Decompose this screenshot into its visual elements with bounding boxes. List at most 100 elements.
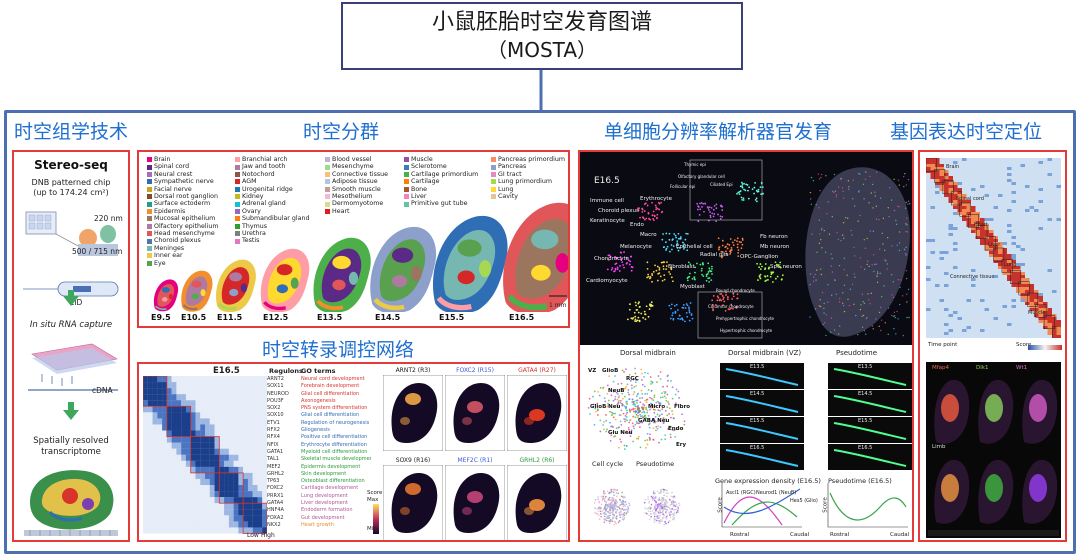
tissue-point (907, 178, 910, 181)
heatmap-cell (171, 424, 177, 431)
umap-point (657, 375, 660, 377)
heatmap-cell (228, 454, 234, 461)
heatmap-cell (209, 436, 215, 443)
heatmap-cell (205, 527, 210, 534)
umap-point (720, 293, 723, 295)
umap-point (673, 428, 676, 431)
pseudotime-point (654, 510, 657, 513)
limb-label: Limb (932, 444, 946, 450)
heatmap-cell (171, 430, 177, 437)
pseudotime-point (675, 508, 677, 511)
regulon-item: NFIX (267, 441, 279, 448)
heatmap-cell (143, 521, 148, 528)
umap-point (683, 320, 686, 323)
umap-point (656, 413, 659, 416)
heat-cell (962, 209, 967, 212)
cell-cycle-point (611, 503, 613, 506)
heat-cell (1011, 254, 1016, 257)
umap-point (670, 303, 673, 306)
heatmap-cell (247, 388, 253, 395)
heatmap-cell (238, 460, 244, 467)
heatmap-cell (238, 503, 244, 510)
tissue-point (875, 218, 878, 220)
legend-label: Mucosal epithelium (154, 215, 216, 223)
umap-point (646, 204, 649, 207)
tissue-point (862, 314, 865, 317)
heat-cell (1011, 284, 1016, 287)
umap-point (696, 202, 699, 205)
cell-cycle-point (603, 511, 606, 514)
legend-swatch (325, 186, 330, 192)
regulon-map-label: SOX9 (R16) (395, 457, 431, 464)
heatmap-cell (243, 460, 249, 467)
heat-cell (935, 170, 940, 173)
heatmap-cell (162, 394, 167, 401)
heatmap-cell (224, 436, 229, 443)
heatmap-cell (195, 448, 201, 455)
cell-cycle-point (607, 515, 610, 517)
umap-point (641, 211, 644, 213)
umap-point (642, 416, 645, 419)
umap-point (672, 317, 675, 320)
heatmap-cell (233, 388, 239, 395)
cell-cycle-point (599, 510, 602, 513)
tissue-point (859, 214, 861, 217)
heat-cell (966, 206, 971, 209)
heatmap-cell (243, 376, 249, 383)
cell-cycle-point (628, 502, 630, 505)
tissue-point (868, 265, 870, 268)
umap-point (596, 409, 599, 412)
umap-point (713, 204, 716, 207)
umap-point (623, 448, 626, 450)
umap-point (729, 238, 732, 240)
heatmap-cell (228, 394, 234, 401)
heatmap-cell (166, 509, 172, 516)
tissue-point (836, 232, 838, 234)
heatmap-cell (205, 382, 210, 389)
umap-point (709, 214, 712, 217)
cell-cycle-point (602, 498, 604, 500)
pseudotime-point (672, 502, 674, 504)
cell-cycle-point (611, 498, 613, 501)
umap-point (638, 301, 640, 304)
tissue-point (893, 327, 895, 330)
outer-frame (4, 110, 1076, 554)
heatmap-cell (214, 485, 220, 492)
heat-block (984, 236, 996, 251)
umap-point (767, 278, 769, 281)
tissue-point (827, 201, 829, 203)
umap-point (769, 275, 772, 278)
heat-cell (989, 233, 994, 236)
umap-point (646, 409, 649, 412)
umap-point (677, 317, 680, 320)
pseudotime-point (656, 515, 658, 518)
heatmap-cell (224, 521, 229, 528)
dim-500: 500 / 715 nm (72, 247, 123, 256)
umap-point (648, 423, 650, 426)
heat-block (934, 169, 946, 183)
pseudotime-point (661, 506, 663, 508)
legend-swatch (404, 157, 409, 163)
pseudotime-point (658, 520, 660, 522)
heatmap-cell (205, 472, 210, 480)
umap-point (722, 304, 724, 307)
pseudotime-point (648, 514, 650, 517)
heatmap-cell (228, 376, 234, 383)
umap-point (621, 397, 624, 400)
heatmap-cell (143, 460, 148, 467)
heat-cell (957, 317, 962, 320)
heatmap-cell (224, 412, 229, 419)
cell-cycle-point (614, 505, 616, 508)
umap-point (764, 267, 767, 270)
umap-point (699, 202, 701, 205)
axis-rostral-2: Rostral (830, 532, 850, 538)
umap-point (674, 393, 677, 396)
heatmap-cell (152, 400, 158, 407)
heat-cell (971, 212, 976, 215)
umap-point (685, 303, 688, 305)
umap-point (683, 248, 685, 250)
heat-cell (935, 179, 940, 182)
umap-point (631, 398, 634, 401)
heatmap-cell (257, 503, 263, 510)
umap-point (616, 398, 619, 401)
